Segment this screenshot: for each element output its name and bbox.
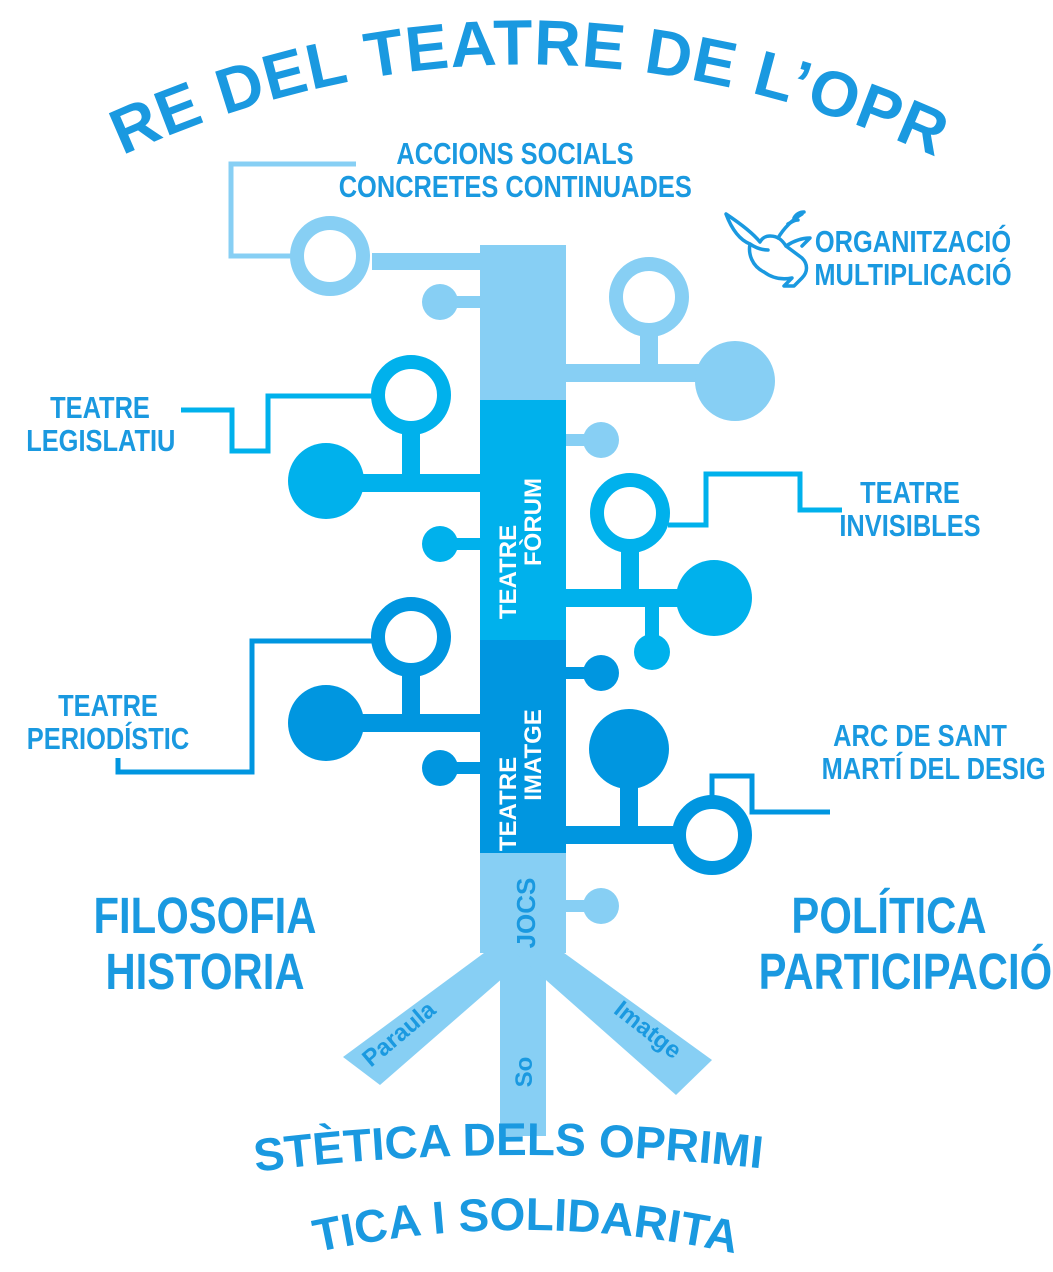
dot-forum-left	[422, 526, 458, 562]
connector-invisibles	[668, 471, 842, 528]
label-accions-line2: CONCRETES CONTINUADES	[338, 168, 692, 204]
trunk-forum-segment	[480, 400, 566, 640]
trunk-forum-label-1: TEATRE	[495, 525, 522, 619]
label-periodistic-line2: PERIODÍSTIC	[26, 720, 190, 756]
ring-arc	[672, 795, 752, 875]
connector-periodistic	[115, 638, 372, 775]
label-legislatiu: TEATRE LEGISLATIU	[26, 390, 176, 458]
root-center	[500, 940, 546, 1136]
root-right	[512, 950, 712, 1095]
label-invisibles-line1: TEATRE	[860, 475, 960, 510]
label-filosofia-line1: FILOSOFIA	[93, 887, 317, 944]
dot-imatge-right	[583, 655, 619, 691]
branch-arc	[566, 826, 686, 844]
circle-periodistic	[288, 685, 364, 761]
trunk-forum-label-2: FÒRUM	[519, 478, 547, 566]
label-filosofia-line2: HISTORIA	[105, 943, 305, 1001]
trunk-imatge-label-1: TEATRE	[495, 757, 522, 851]
connector-legislatiu	[181, 393, 372, 454]
ring-periodistic	[371, 597, 451, 677]
label-organitzacio: ORGANITZACIÓ MULTIPLICACIÓ	[811, 224, 1016, 292]
dot-forum-right	[583, 422, 619, 458]
circle-top-right	[695, 341, 775, 421]
label-politica-line1: POLÍTICA	[791, 887, 987, 944]
label-periodistic-line1: TEATRE	[58, 688, 158, 723]
ring-legislatiu	[371, 355, 451, 435]
trunk-imatge-segment	[480, 640, 566, 853]
trunk-jocs-segment	[480, 853, 566, 953]
stem-invisibles	[621, 540, 639, 598]
label-arc: ARC DE SANT MARTÍ DEL DESIG	[821, 718, 1046, 786]
ring-invisibles	[590, 473, 670, 553]
label-politica: POLÍTICA PARTICIPACIÓ	[758, 887, 1053, 1001]
label-filosofia: FILOSOFIA HISTORIA	[86, 887, 324, 1001]
dot-imatge-left	[422, 750, 458, 786]
label-invisibles: TEATRE INVISIBLES	[836, 475, 984, 543]
stem-periodistic	[402, 663, 420, 723]
label-invisibles-line2: INVISIBLES	[839, 507, 981, 543]
branch-legislatiu	[330, 474, 480, 492]
dot-top-left	[422, 284, 458, 320]
dot-invisibles-low	[634, 634, 670, 670]
label-periodistic: TEATRE PERIODÍSTIC	[26, 688, 190, 756]
label-organitzacio-line1: ORGANITZACIÓ	[814, 224, 1012, 259]
label-legislatiu-line1: TEATRE	[50, 390, 150, 425]
dot-jocs-right	[583, 888, 619, 924]
label-arc-line2: MARTÍ DEL DESIG	[821, 750, 1046, 786]
ring-accions	[290, 216, 370, 296]
circle-invisibles	[676, 560, 752, 636]
dove-icon	[724, 210, 812, 288]
trunk-top-segment	[480, 245, 566, 400]
trunk-imatge-label-2: IMATGE	[520, 709, 547, 801]
root-center-label: So	[511, 1057, 538, 1088]
label-accions: ACCIONS SOCIALS CONCRETES CONTINUADES	[338, 136, 692, 204]
label-politica-line2: PARTICIPACIÓ	[758, 943, 1053, 1001]
label-accions-line1: ACCIONS SOCIALS	[396, 136, 634, 171]
connector-arc	[709, 773, 830, 815]
root-left	[343, 950, 535, 1085]
label-legislatiu-line2: LEGISLATIU	[26, 422, 176, 458]
stem-top-right	[640, 325, 658, 373]
branch-top-right	[566, 364, 706, 382]
trunk-jocs-label: JOCS	[511, 878, 541, 949]
label-organitzacio-line2: MULTIPLICACIÓ	[814, 256, 1012, 292]
circle-arc	[589, 709, 669, 789]
connector-accions	[228, 161, 356, 259]
ring-top-right	[609, 257, 689, 337]
stem-legislatiu	[402, 422, 420, 482]
label-arc-line1: ARC DE SANT	[833, 718, 1007, 753]
circle-legislatiu	[288, 443, 364, 519]
branch-top-left	[372, 253, 480, 270]
